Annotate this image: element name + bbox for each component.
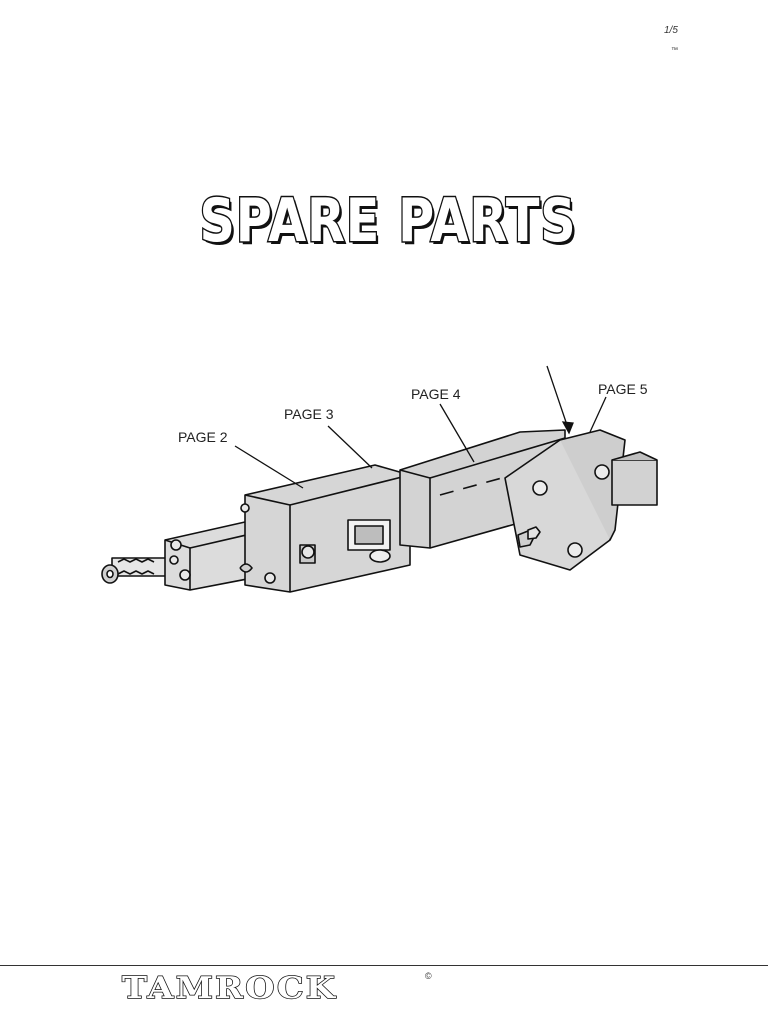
brand-logo: TAMROCK (121, 970, 338, 1006)
rock-drill-illustration (101, 365, 658, 593)
page-number: 1/5 (664, 25, 678, 36)
callout-page-2: PAGE 2 (178, 429, 228, 445)
cylinder-body (239, 464, 411, 593)
rear-housing (504, 429, 658, 571)
page-title: SPARE PARTS (198, 185, 577, 258)
copyright-symbol: © (425, 971, 432, 981)
footer-divider (0, 965, 768, 966)
front-head (164, 521, 269, 591)
callout-page-3: PAGE 3 (284, 406, 334, 422)
callout-page-4: PAGE 4 (411, 386, 461, 402)
callout-page-5: PAGE 5 (598, 381, 648, 397)
trademark-symbol: ™ (671, 47, 678, 54)
callout-leaders (234, 365, 607, 489)
shank (101, 557, 175, 584)
